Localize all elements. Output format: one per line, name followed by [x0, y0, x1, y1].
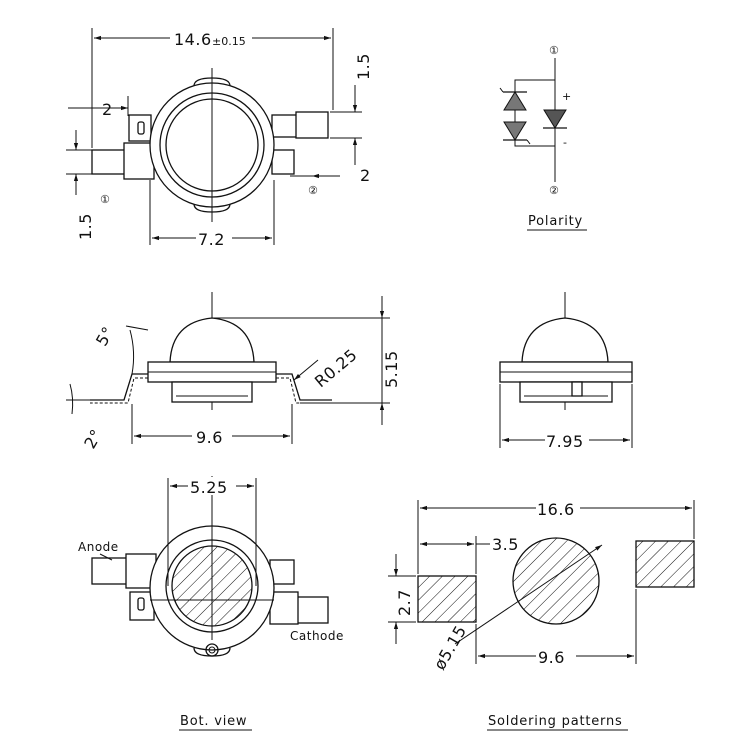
cathode-label: Cathode [290, 629, 344, 643]
solder-pad-left [417, 575, 477, 623]
side-dome [169, 317, 255, 363]
side-left-lead [90, 373, 148, 401]
side-angle-top-label: 5° [92, 323, 118, 349]
polarity-pin1: ① [549, 44, 559, 57]
side-angle-bottom-label: 2° [80, 426, 106, 452]
polarity-minus: - [563, 136, 567, 149]
soldering-patterns: 16.6 3.5 2.7 ø5.15 9.6 Soldering pattern… [388, 499, 695, 731]
soldering-caption: Soldering patterns [488, 714, 623, 729]
top-offset-right-label: 2 [360, 166, 371, 185]
side-width-label: 9.6 [196, 428, 223, 447]
solder-pad-height-label: 2.7 [395, 589, 414, 616]
bottom-pad-width-label: 5.25 [190, 478, 228, 497]
top-pin2-mark: ② [308, 184, 318, 197]
zener-diode-upper-icon [503, 91, 527, 111]
top-left-pin [91, 149, 129, 175]
solder-diameter-label: ø5.15 [430, 622, 470, 673]
side-view: 5.15 R0.25 5° 2° 9.6 [66, 292, 401, 452]
top-offset-left-label: 2 [102, 100, 113, 119]
anode-label: Anode [78, 540, 119, 554]
end-width-label: 7.95 [546, 432, 584, 451]
bottom-view: 5.25 Anode Cathode Bot. view [78, 476, 344, 731]
polarity-pin2: ② [549, 184, 559, 197]
end-view: 7.95 [499, 292, 633, 451]
top-pin1-mark: ① [100, 193, 110, 206]
solder-pad-label: 3.5 [492, 535, 519, 554]
polarity-diagram: ① ② + - Polarity [499, 44, 587, 231]
top-view: 14.6 ±0.15 1.5 2 2 1.5 7.2 ① ② [66, 28, 373, 249]
main-diode-icon [543, 109, 567, 129]
solder-pad-right [635, 540, 695, 588]
solder-pitch-label: 9.6 [538, 648, 565, 667]
solder-total-label: 16.6 [537, 500, 575, 519]
solder-pad-center [512, 537, 600, 625]
top-width-label: 14.6 [174, 30, 212, 49]
polarity-caption: Polarity [528, 214, 583, 229]
zener-diode-lower-icon [503, 121, 527, 141]
top-pin-height-left-label: 1.5 [76, 213, 95, 240]
top-pin-width-label: 1.5 [354, 53, 373, 80]
polarity-plus: + [562, 90, 571, 103]
end-dome [521, 317, 609, 363]
top-right-pin [271, 114, 299, 138]
side-height-label: 5.15 [382, 350, 401, 388]
top-body-width-label: 7.2 [198, 230, 225, 249]
top-tolerance-label: ±0.15 [212, 35, 246, 48]
side-right-lead [276, 373, 332, 401]
bottom-view-caption: Bot. view [180, 714, 247, 729]
side-radius-label: R0.25 [311, 345, 361, 391]
